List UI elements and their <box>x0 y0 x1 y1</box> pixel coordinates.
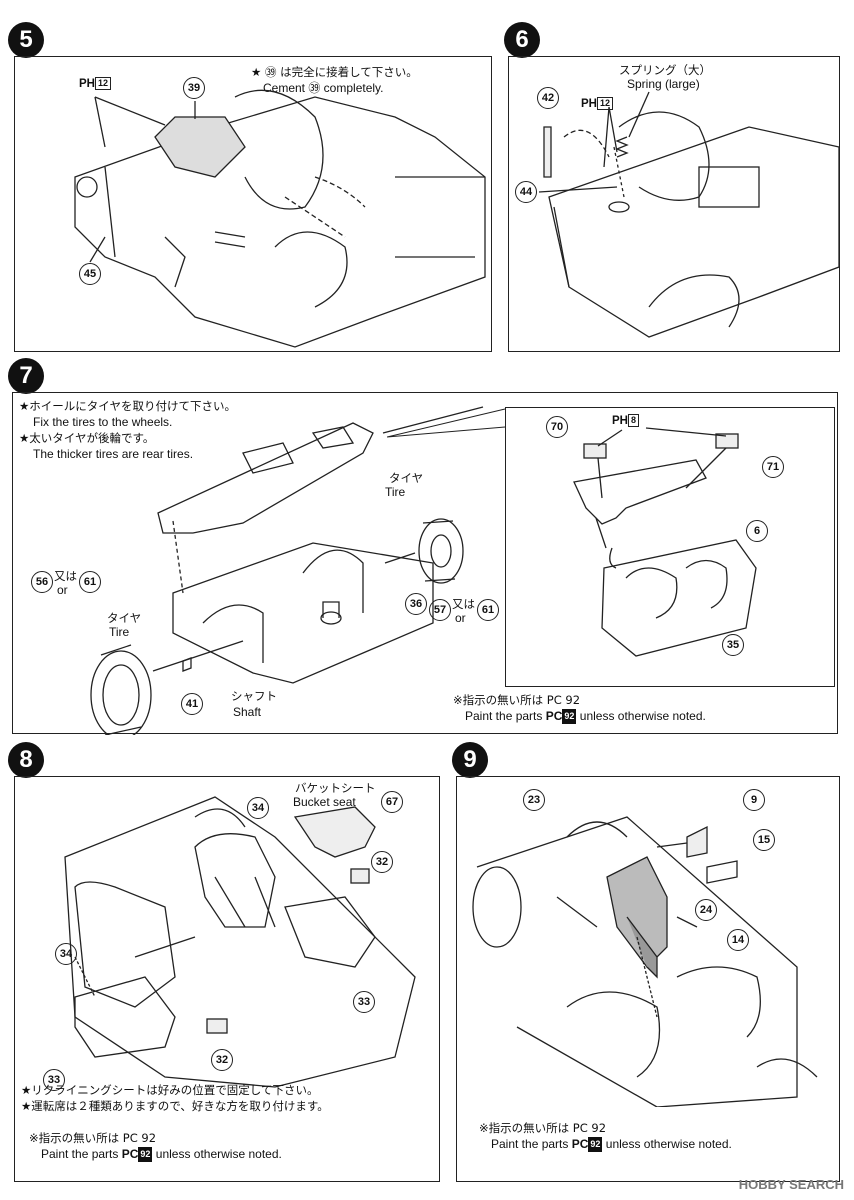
or-en-left: or <box>57 583 68 597</box>
step-5-chassis-drawing <box>74 89 486 348</box>
bucket-seat-en: Bucket seat <box>293 795 356 809</box>
part-36: 36 <box>405 593 427 615</box>
step-5-panel: ★ ㊴ は完全に接着して下さい。 Cement ㊴ completely. PH… <box>14 56 492 352</box>
step-7-number: 7 <box>8 358 44 394</box>
watermark: HOBBY SEARCH <box>738 1177 844 1192</box>
part-61-left: 61 <box>79 571 101 593</box>
part-15: 15 <box>753 829 775 851</box>
step-6-spring-jp: スプリング（大） <box>619 63 711 77</box>
part-67: 67 <box>381 791 403 813</box>
part-41: 41 <box>181 693 203 715</box>
part-44: 44 <box>515 181 537 203</box>
step-8-note-2: ★運転席は２種類ありますので、好きな方を取り付けます。 <box>21 1099 329 1113</box>
tire-label-left-en: Tire <box>109 625 130 639</box>
step-9-paint-jp: ※指示の無い所は PC 92 <box>479 1121 607 1135</box>
part-14: 14 <box>727 929 749 951</box>
step-7-line1-jp: ★ホイールにタイヤを取り付けて下さい。 <box>19 399 236 413</box>
step-6-chassis-drawing <box>538 91 840 338</box>
part-56: 56 <box>31 571 53 593</box>
inset-callout-lines <box>387 408 506 438</box>
step-9-console-drawing <box>472 816 818 1107</box>
or-en-right: or <box>455 611 466 625</box>
or-jp-right: 又は <box>452 597 475 611</box>
step-8-paint-jp: ※指示の無い所は PC 92 <box>29 1131 157 1145</box>
shaft-label-en: Shaft <box>233 705 262 719</box>
step-8-number: 8 <box>8 742 44 778</box>
part-39: 39 <box>183 77 205 99</box>
step-7-assembly-drawing <box>90 406 484 735</box>
step-7-panel: ★ホイールにタイヤを取り付けて下さい。 Fix the tires to the… <box>12 392 838 735</box>
step-8-seats-drawing <box>64 796 416 1088</box>
part-33-left: 33 <box>43 1069 65 1091</box>
part-33-right: 33 <box>353 991 375 1013</box>
part-34-top: 34 <box>247 797 269 819</box>
step-7-paint-jp: ※指示の無い所は PC 92 <box>453 693 581 707</box>
part-57: 57 <box>429 599 451 621</box>
step-6-number: 6 <box>504 22 540 58</box>
part-24: 24 <box>695 899 717 921</box>
step-5-number: 5 <box>8 22 44 58</box>
step-8-panel: バケットシート Bucket seat 34 67 32 34 33 32 33… <box>14 776 440 1182</box>
part-71: 71 <box>762 456 784 478</box>
step-6-spring-en: Spring (large) <box>627 77 700 91</box>
part-6: 6 <box>746 520 768 542</box>
or-jp-left: 又は <box>54 569 77 583</box>
step-5-note-en: Cement ㊴ completely. <box>263 81 384 95</box>
step-9-panel: 23 9 15 24 14 ※指示の無い所は PC 92 Paint the p… <box>456 776 840 1182</box>
part-9: 9 <box>743 789 765 811</box>
tire-label-right-en: Tire <box>385 485 406 499</box>
step-7-line1-en: Fix the tires to the wheels. <box>33 415 173 429</box>
step-9-number: 9 <box>452 742 488 778</box>
part-42: 42 <box>537 87 559 109</box>
shaft-label-jp: シャフト <box>231 689 277 703</box>
part-32-bottom: 32 <box>211 1049 233 1071</box>
tire-label-right-jp: タイヤ <box>389 471 424 485</box>
part-32-right: 32 <box>371 851 393 873</box>
step-7-line2-en: The thicker tires are rear tires. <box>33 447 194 461</box>
step-8-note-1: ★リクライニングシートは好みの位置で固定して下さい。 <box>21 1083 319 1097</box>
tire-label-left-jp: タイヤ <box>107 611 142 625</box>
part-70: 70 <box>546 416 568 438</box>
part-35: 35 <box>722 634 744 656</box>
part-45: 45 <box>79 263 101 285</box>
bucket-seat-jp: バケットシート <box>295 781 376 795</box>
step-5-note-jp: ★ ㊴ は完全に接着して下さい。 <box>251 65 418 79</box>
part-23: 23 <box>523 789 545 811</box>
step-7-line2-jp: ★太いタイヤが後輪です。 <box>19 431 155 445</box>
part-61-right: 61 <box>477 599 499 621</box>
